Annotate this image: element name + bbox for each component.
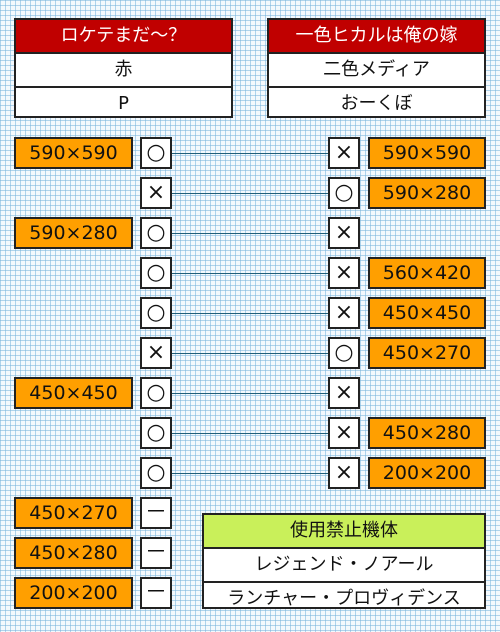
left-size-tag: 200×200 (14, 577, 133, 609)
right-result-mark: × (328, 377, 360, 409)
left-size-tag: 590×590 (14, 137, 133, 169)
right-result-mark: × (328, 457, 360, 489)
left-result-mark: ○ (140, 417, 172, 449)
right-player-title: 一色ヒカルは俺の嫁 (269, 20, 484, 52)
banned-units-title: 使用禁止機体 (204, 515, 484, 547)
left-result-mark: × (140, 177, 172, 209)
banned-units-box: 使用禁止機体 レジェンド・ノアール ランチャー・プロヴィデンス (202, 513, 486, 609)
right-size-tag: 450×450 (368, 297, 486, 329)
match-connector-line (172, 473, 328, 474)
right-size-tag: 450×280 (368, 417, 486, 449)
match-connector-line (172, 393, 328, 394)
match-connector-line (172, 273, 328, 274)
left-player-name: P (16, 86, 231, 120)
unplayed-mark: － (140, 537, 172, 569)
left-result-mark: ○ (140, 457, 172, 489)
match-connector-line (172, 313, 328, 314)
right-result-mark: ○ (328, 177, 360, 209)
right-player-box: 一色ヒカルは俺の嫁 二色メディア おーくぼ (267, 18, 486, 118)
right-size-tag: 560×420 (368, 257, 486, 289)
left-result-mark: ○ (140, 257, 172, 289)
left-player-box: ロケテまだ～？ 赤 P (14, 18, 233, 118)
right-size-tag: 200×200 (368, 457, 486, 489)
unplayed-mark: － (140, 577, 172, 609)
left-result-mark: ○ (140, 217, 172, 249)
right-player-name: おーくぼ (269, 86, 484, 120)
right-result-mark: × (328, 417, 360, 449)
left-player-color: 赤 (16, 52, 231, 86)
unplayed-mark: － (140, 497, 172, 529)
banned-unit-1: レジェンド・ノアール (204, 547, 484, 581)
right-result-mark: × (328, 297, 360, 329)
left-player-title: ロケテまだ～？ (16, 20, 231, 52)
match-connector-line (172, 233, 328, 234)
right-result-mark: × (328, 217, 360, 249)
left-result-mark: ○ (140, 297, 172, 329)
right-result-mark: × (328, 257, 360, 289)
match-connector-line (172, 353, 328, 354)
left-size-tag: 450×450 (14, 377, 133, 409)
banned-unit-2: ランチャー・プロヴィデンス (204, 581, 484, 615)
match-connector-line (172, 433, 328, 434)
left-size-tag: 590×280 (14, 217, 133, 249)
right-player-color: 二色メディア (269, 52, 484, 86)
right-size-tag: 450×270 (368, 337, 486, 369)
right-size-tag: 590×590 (368, 137, 486, 169)
match-connector-line (172, 193, 328, 194)
right-result-mark: × (328, 137, 360, 169)
right-size-tag: 590×280 (368, 177, 486, 209)
left-result-mark: × (140, 337, 172, 369)
right-result-mark: ○ (328, 337, 360, 369)
left-size-tag: 450×270 (14, 497, 133, 529)
left-result-mark: ○ (140, 377, 172, 409)
match-connector-line (172, 153, 328, 154)
left-size-tag: 450×280 (14, 537, 133, 569)
left-result-mark: ○ (140, 137, 172, 169)
